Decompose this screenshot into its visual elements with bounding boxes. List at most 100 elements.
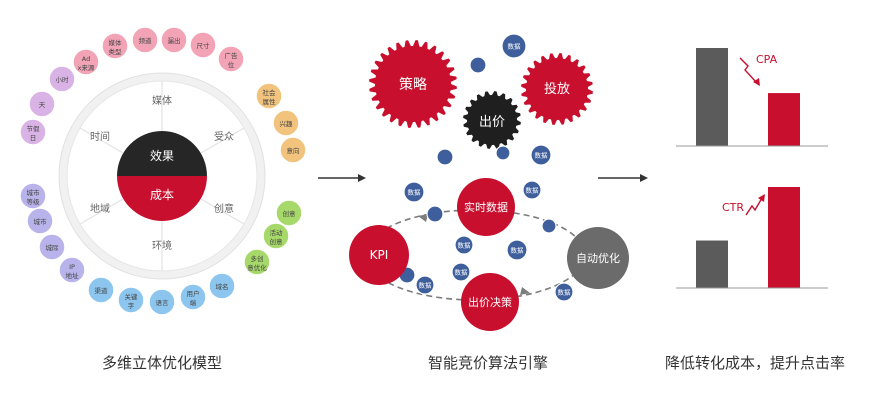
gear-bid — [463, 91, 521, 149]
data-dot: 数据 — [530, 144, 552, 166]
ring-label-environment: 环境 — [152, 239, 172, 252]
data-dot — [495, 145, 511, 161]
data-dot: 数据 — [522, 180, 542, 200]
data-dot — [426, 205, 444, 223]
dimension-bubble-label: 字 — [128, 301, 135, 310]
result-panel: CPA CTR — [676, 48, 828, 289]
dimension-bubble: 语言 — [148, 288, 176, 316]
dimension-bubble: 广告位 — [217, 45, 245, 73]
data-dot — [541, 218, 557, 234]
data-dot-label: 数据 — [558, 288, 572, 297]
dimension-bubble: 关键字 — [117, 286, 145, 314]
gear-launch-label: 投放 — [544, 81, 570, 97]
optimization-model-panel: 媒体 受众 创意 环境 地域 时间 效果 成本 Adx来源媒体类型频道漏出尺寸广… — [19, 26, 307, 316]
dimension-bubble: 频道 — [131, 26, 159, 54]
realtime-data-node — [457, 178, 515, 236]
ctr-arrowhead — [758, 194, 765, 202]
core-cost-label: 成本 — [150, 188, 174, 202]
dimension-bubble-label: 节假 — [27, 124, 41, 133]
data-dots: 数据数据数据数据数据数据数据数据数据 — [398, 33, 574, 302]
dimension-bubble-label: 城际 — [46, 243, 60, 252]
dimension-bubble-label: 创意 — [283, 209, 297, 218]
bid-decision-node — [461, 273, 519, 331]
data-dot-label: 数据 — [508, 42, 522, 51]
ring-labels: 媒体 受众 创意 环境 地域 时间 — [90, 95, 234, 252]
gear-bid-label: 出价 — [479, 115, 505, 130]
dimension-bubble-label: 媒体 — [109, 38, 123, 47]
gear-group — [369, 40, 593, 149]
dimension-bubble-label: Ad — [82, 55, 90, 63]
dimension-bubble-label: 渠道 — [95, 286, 109, 295]
dimension-bubble: 漏出 — [160, 26, 188, 54]
dimension-bubble-label: 天 — [39, 101, 46, 109]
ring-label-creative: 创意 — [214, 202, 234, 215]
dimension-bubble-label: 小时 — [56, 75, 70, 84]
data-dot-label: 数据 — [408, 188, 422, 197]
bid-decision-label: 出价决策 — [468, 295, 512, 309]
data-dot-label: 数据 — [419, 281, 433, 290]
dimension-bubble-label: 城市 — [34, 217, 48, 226]
dimension-bubble: 兴趣 — [272, 109, 300, 137]
dimension-bubble-label: 城市 — [27, 188, 41, 197]
flow-arrow-1 — [318, 174, 366, 182]
dimension-bubble-label: 意优化 — [247, 263, 267, 272]
ring-label-media: 媒体 — [152, 95, 172, 107]
dimension-bubble-label: 域名 — [216, 282, 229, 291]
gear-strategy-label: 策略 — [399, 76, 427, 93]
cpa-bar-2 — [768, 93, 800, 146]
dimension-bubble-label: 等级 — [27, 197, 41, 206]
data-dot-label: 数据 — [458, 241, 472, 250]
dimension-bubble: 小时 — [48, 65, 76, 93]
data-dot-label: 数据 — [526, 186, 540, 195]
dimension-bubble: 节假日 — [19, 118, 47, 146]
ring-label-time: 时间 — [90, 130, 110, 143]
middle-panel-title: 智能竞价算法引擎 — [427, 354, 548, 372]
cpa-label: CPA — [756, 53, 778, 66]
dimension-bubble-label: 漏出 — [168, 36, 181, 45]
data-dot: 数据 — [506, 239, 528, 261]
data-dot-label: 数据 — [455, 268, 469, 277]
dimension-bubble-label: 端 — [190, 298, 197, 307]
dimension-bubble: 域名 — [208, 272, 236, 300]
ctr-bar-1 — [696, 240, 728, 288]
dimension-bubbles: Adx来源媒体类型频道漏出尺寸广告位小时天节假日社会属性兴趣意向创意活动创意多创… — [19, 26, 307, 316]
data-dot: 数据 — [454, 235, 474, 255]
ctr-up-arrow — [745, 197, 763, 216]
dimension-bubble-label: 频道 — [139, 36, 153, 45]
cpa-bar-1 — [696, 48, 728, 146]
data-dot: 数据 — [415, 275, 435, 295]
dimension-bubble: 天 — [28, 90, 56, 118]
dimension-bubble: 尺寸 — [189, 31, 217, 59]
auto-optimize-node — [567, 227, 629, 289]
ring-label-audience: 受众 — [214, 131, 234, 143]
segment-dividers — [79, 81, 245, 271]
dimension-bubble: 城市 — [26, 207, 54, 235]
bidding-engine-panel: 策略 投放 出价 数据数据数据数据数据数据数据数据数据 实时数据 KPI 自动优… — [349, 33, 629, 331]
data-dot — [436, 148, 454, 166]
dimension-bubble-label: 创意 — [270, 237, 284, 246]
ctr-label: CTR — [722, 201, 744, 214]
realtime-data-label: 实时数据 — [464, 200, 508, 214]
cycle-arrowheads — [418, 214, 530, 295]
auto-optimize-label: 自动优化 — [576, 251, 620, 265]
gear-strategy — [369, 40, 457, 128]
dimension-bubble: 城际 — [38, 233, 66, 261]
dimension-bubble-label: 尺寸 — [197, 41, 211, 50]
dimension-bubble-label: x来源 — [78, 63, 95, 72]
result-bars — [696, 48, 800, 288]
dimension-bubble-label: 日 — [30, 134, 37, 142]
dimension-bubble-label: 语言 — [156, 298, 170, 307]
dimension-bubble-label: 兴趣 — [280, 119, 294, 128]
data-dot-label: 数据 — [535, 151, 549, 160]
data-dot-label: 数据 — [511, 246, 525, 255]
flow-arrow-2 — [598, 174, 648, 182]
cpa-down-arrow — [739, 57, 757, 83]
dimension-bubble-label: IP — [69, 263, 75, 271]
